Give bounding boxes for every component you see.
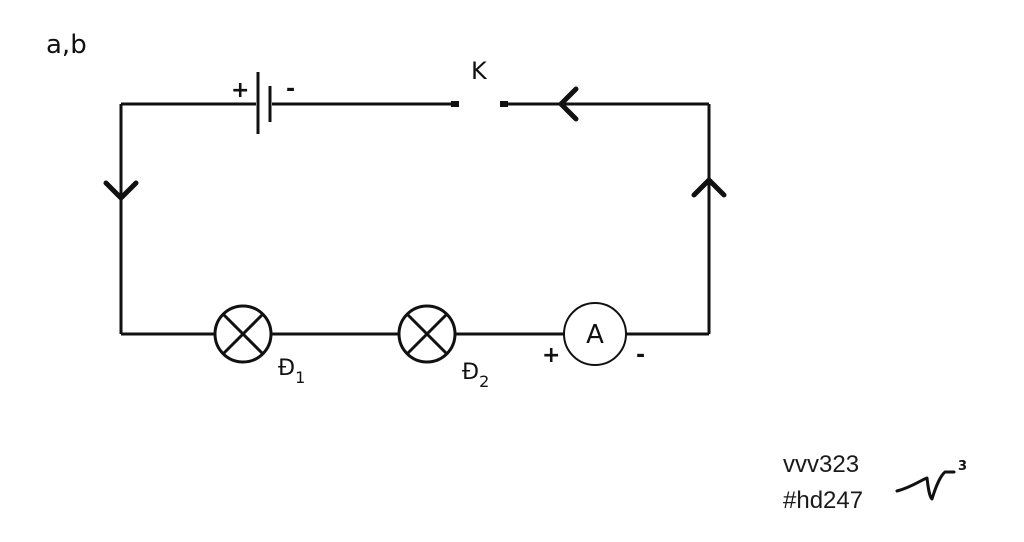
ammeter-symbol-label: A: [586, 320, 604, 350]
battery-positive-sign: +: [231, 78, 249, 103]
part-label: a,b: [46, 30, 87, 60]
lamp-2-letter: Đ: [462, 360, 479, 385]
lamp-1-subscript: 1: [295, 368, 305, 387]
lamp-2-symbol: [397, 304, 457, 364]
arrow-up-icon: [691, 177, 727, 198]
switch-label: K: [471, 57, 488, 85]
ammeter-negative-sign: -: [636, 343, 645, 368]
arrow-left-icon: [558, 86, 579, 122]
lamp-2-label: Đ2: [462, 360, 489, 391]
ammeter-symbol: [563, 302, 627, 366]
lamp-1-symbol: [213, 304, 273, 364]
lamp-2-subscript: 2: [479, 372, 489, 391]
signature-mark: 3: [895, 459, 967, 501]
battery-negative-sign: -: [286, 77, 295, 102]
battery-symbol: [256, 72, 272, 134]
lamp-1-label: Đ1: [278, 356, 305, 387]
switch-symbol: [451, 101, 508, 107]
ammeter-positive-sign: +: [542, 343, 560, 368]
signature-mark-digit: 3: [958, 459, 967, 474]
lamp-1-letter: Đ: [278, 356, 295, 381]
current-arrows: [103, 86, 727, 201]
watermark-code: #hd247: [783, 487, 864, 514]
circuit-wires: [119, 102, 711, 336]
arrow-down-icon: [103, 180, 139, 201]
watermark-user: vvv323: [783, 451, 860, 478]
